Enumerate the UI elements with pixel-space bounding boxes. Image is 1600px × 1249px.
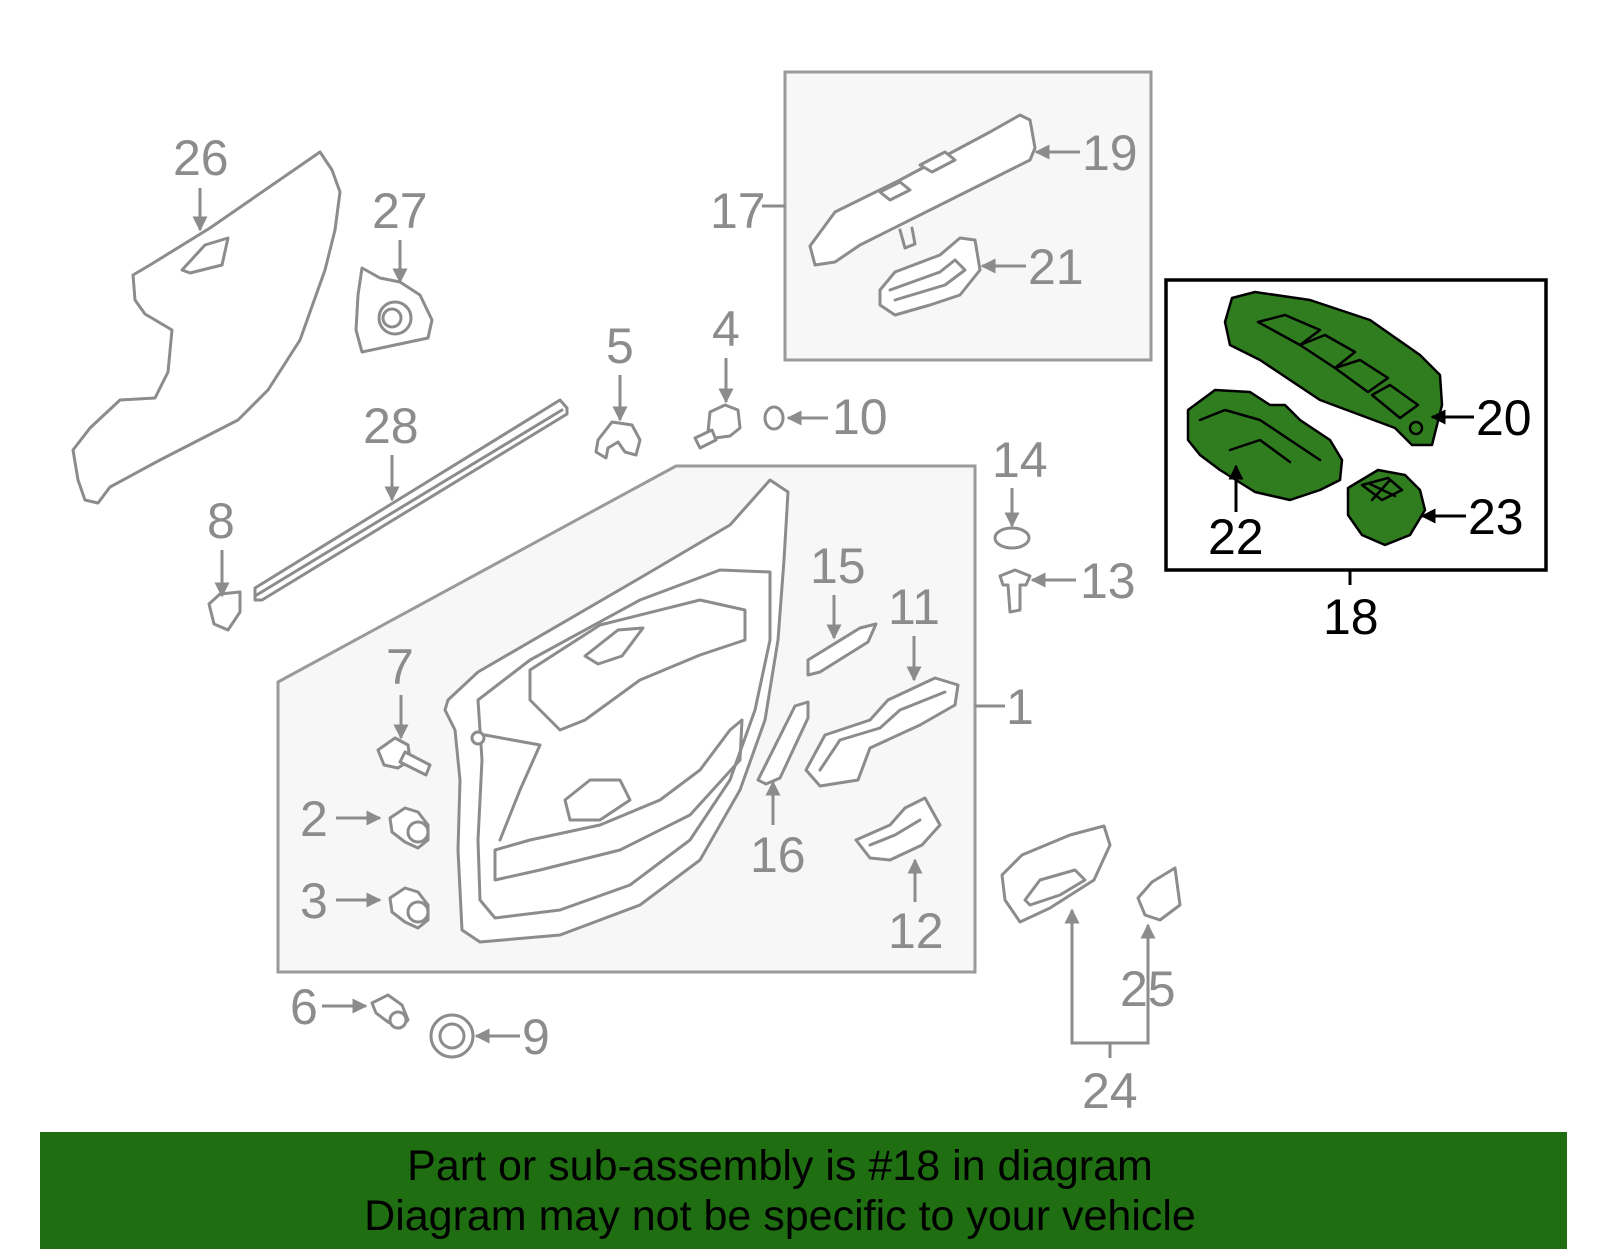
- label-5: 5: [606, 318, 634, 374]
- part-11-armrest-cover[interactable]: [804, 676, 960, 788]
- label-14: 14: [992, 432, 1048, 488]
- label-22: 22: [1208, 509, 1264, 565]
- label-7: 7: [386, 639, 414, 695]
- part-2-screw-head: [406, 820, 430, 844]
- part-20-switch-slot-4: [1370, 383, 1420, 420]
- label-9: 9: [522, 1009, 550, 1065]
- label-4: 4: [712, 301, 740, 357]
- part-4-fastener-pin: [693, 428, 718, 450]
- label-2: 2: [300, 791, 328, 847]
- part-19-button-a: [878, 180, 912, 202]
- part-1-pull-cup: [563, 778, 632, 822]
- part-11-edge: [818, 690, 947, 772]
- part-8-clip[interactable]: [207, 590, 242, 632]
- part-26-insulation-pad[interactable]: [71, 150, 342, 505]
- part-20-switch-slot-2: [1298, 333, 1357, 370]
- part-10-o-ring[interactable]: [763, 405, 785, 431]
- part-22-inner-detail-2: [1228, 438, 1292, 464]
- part-25-cap[interactable]: [1136, 866, 1182, 922]
- label-19: 19: [1082, 125, 1138, 181]
- part-20-switch-slot-1: [1256, 313, 1322, 347]
- part-26-window: [180, 236, 230, 275]
- part-1-inner-contour: [476, 568, 772, 920]
- part-19-button-b: [918, 150, 957, 174]
- part-7-screw-shank: [398, 750, 432, 777]
- label-13: 13: [1080, 553, 1136, 609]
- part-1-handle-recess: [528, 598, 747, 732]
- part-1-armrest: [493, 718, 744, 882]
- part-13-push-pin[interactable]: [998, 568, 1032, 614]
- banner-line-part-number: Part or sub-assembly is #18 in diagram: [407, 1142, 1153, 1190]
- label-27: 27: [372, 183, 428, 239]
- part-12-edge: [868, 818, 922, 847]
- part-3-screw-head: [406, 900, 430, 924]
- part-20-switch-slot-3: [1333, 358, 1390, 394]
- part-19-tab: [898, 226, 917, 250]
- part-23-cross: [1368, 478, 1397, 502]
- label-3: 3: [300, 873, 328, 929]
- banner-line-disclaimer: Diagram may not be specific to your vehi…: [364, 1192, 1196, 1240]
- part-20-lock-button: [1408, 420, 1424, 436]
- part-5-clip[interactable]: [594, 420, 642, 460]
- label-21: 21: [1028, 239, 1084, 295]
- label-6: 6: [290, 979, 318, 1035]
- part-21-rocker: [888, 258, 967, 302]
- part-14-grommet[interactable]: [993, 526, 1031, 550]
- part-1-handle-bezel: [583, 626, 645, 666]
- info-banner: Part or sub-assembly is #18 in diagram D…: [40, 1132, 1567, 1249]
- part-22-inner-detail: [1198, 408, 1322, 462]
- part-12-bracket[interactable]: [854, 796, 942, 862]
- part-27-speaker-hole-inner: [381, 307, 403, 329]
- part-15-trim-piece[interactable]: [806, 622, 878, 677]
- label-1: 1: [1006, 679, 1034, 735]
- label-20: 20: [1476, 390, 1532, 446]
- label-18[interactable]: 18: [1323, 589, 1379, 645]
- part-1-mount-hole: [470, 730, 486, 746]
- part-28-edge: [253, 408, 564, 598]
- label-25: 25: [1120, 961, 1176, 1017]
- label-24: 24: [1082, 1063, 1138, 1119]
- part-19-switch-bezel[interactable]: [808, 113, 1037, 267]
- part-6-clip-head: [388, 1010, 408, 1030]
- part-1-lower-contour: [483, 733, 542, 842]
- label-12: 12: [888, 903, 944, 959]
- part-24-handle-recess: [1023, 868, 1087, 907]
- label-8: 8: [207, 493, 235, 549]
- part-9-grommet-inner: [438, 1022, 466, 1050]
- label-15: 15: [810, 538, 866, 594]
- label-26: 26: [173, 130, 229, 186]
- label-28: 28: [363, 398, 419, 454]
- label-23: 23: [1468, 489, 1524, 545]
- part-1-door-trim-panel[interactable]: [443, 478, 790, 944]
- label-10: 10: [832, 389, 888, 445]
- label-17: 17: [710, 183, 766, 239]
- label-11: 11: [888, 579, 940, 635]
- label-16: 16: [750, 827, 806, 883]
